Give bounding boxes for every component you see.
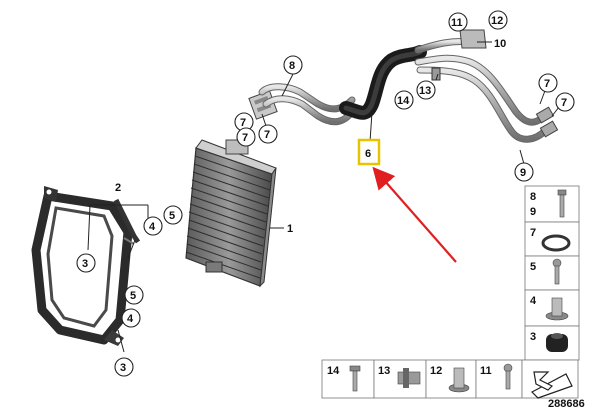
oil-cooler [185,139,277,288]
leader-lines [87,41,564,353]
callout-9: 9 [514,162,534,182]
svg-text:3: 3 [530,331,536,343]
svg-text:7: 7 [240,117,246,129]
svg-text:3: 3 [82,258,88,270]
parts-legend-bottom: 14 13 12 11 288686 [321,359,585,410]
callout-8: 8 [283,55,303,75]
svg-text:7: 7 [544,78,550,90]
callout-14: 14 [394,90,414,110]
svg-text:11: 11 [480,365,492,377]
flange-nut-icon [448,367,470,393]
svg-text:12: 12 [430,365,442,377]
o-ring-icon [541,234,571,252]
callout-5-lower: 5 [124,285,144,305]
callout-5-upper: 5 [163,205,183,225]
callout-12: 12 [488,10,508,30]
svg-text:7: 7 [561,97,567,109]
svg-text:5: 5 [130,290,136,302]
screw-icon [503,363,513,390]
callout-7-e: 7 [555,92,575,112]
oil-lines [258,29,559,143]
svg-text:7: 7 [264,129,270,141]
callout-7-c: 7 [258,124,278,144]
hose-clamp-icon [397,368,421,388]
svg-text:5: 5 [530,261,536,273]
svg-text:13: 13 [419,85,431,97]
svg-text:9: 9 [530,206,536,218]
callout-1: 1 [287,223,293,235]
svg-text:5: 5 [169,210,175,222]
callout-7-b: 7 [236,127,256,147]
callout-3-lower: 3 [114,357,134,377]
callout-10: 10 [494,38,506,50]
svg-text:11: 11 [451,17,463,29]
callout-13: 13 [416,80,436,100]
callouts: 1 2 3 3 4 4 5 5 6 7 7 7 7 7 8 9 11 12 10… [76,10,575,377]
arrow-sheet-icon [531,371,573,399]
callout-6-highlighted: 6 [357,138,381,166]
cooler-bracket [31,186,141,346]
callout-11: 11 [448,12,468,32]
callout-3-upper: 3 [76,253,96,273]
svg-text:7: 7 [530,227,536,239]
svg-text:9: 9 [520,167,526,179]
callout-2: 2 [115,182,121,194]
figure-id: 288686 [548,398,585,410]
callout-4-upper: 4 [143,216,163,236]
bolt-icon [349,365,361,392]
callout-4-lower: 4 [121,308,141,328]
svg-text:12: 12 [491,15,503,27]
svg-text:8: 8 [530,191,536,203]
rubber-mount-icon [546,333,568,352]
red-pointer-arrow [372,166,457,263]
svg-text:14: 14 [397,95,410,107]
svg-text:4: 4 [530,295,537,307]
parts-legend-right: 8 9 7 5 4 3 [524,185,580,361]
svg-text:8: 8 [289,60,295,72]
sleeve-nut-icon [545,297,569,321]
svg-text:13: 13 [378,365,390,377]
callout-7-d: 7 [538,73,558,93]
svg-text:4: 4 [149,221,156,233]
bolt-icon [557,189,567,218]
svg-text:7: 7 [242,132,248,144]
svg-text:4: 4 [127,313,134,325]
svg-text:14: 14 [327,365,340,377]
svg-text:3: 3 [120,362,126,374]
svg-text:6: 6 [365,148,371,160]
screw-icon [552,258,562,285]
